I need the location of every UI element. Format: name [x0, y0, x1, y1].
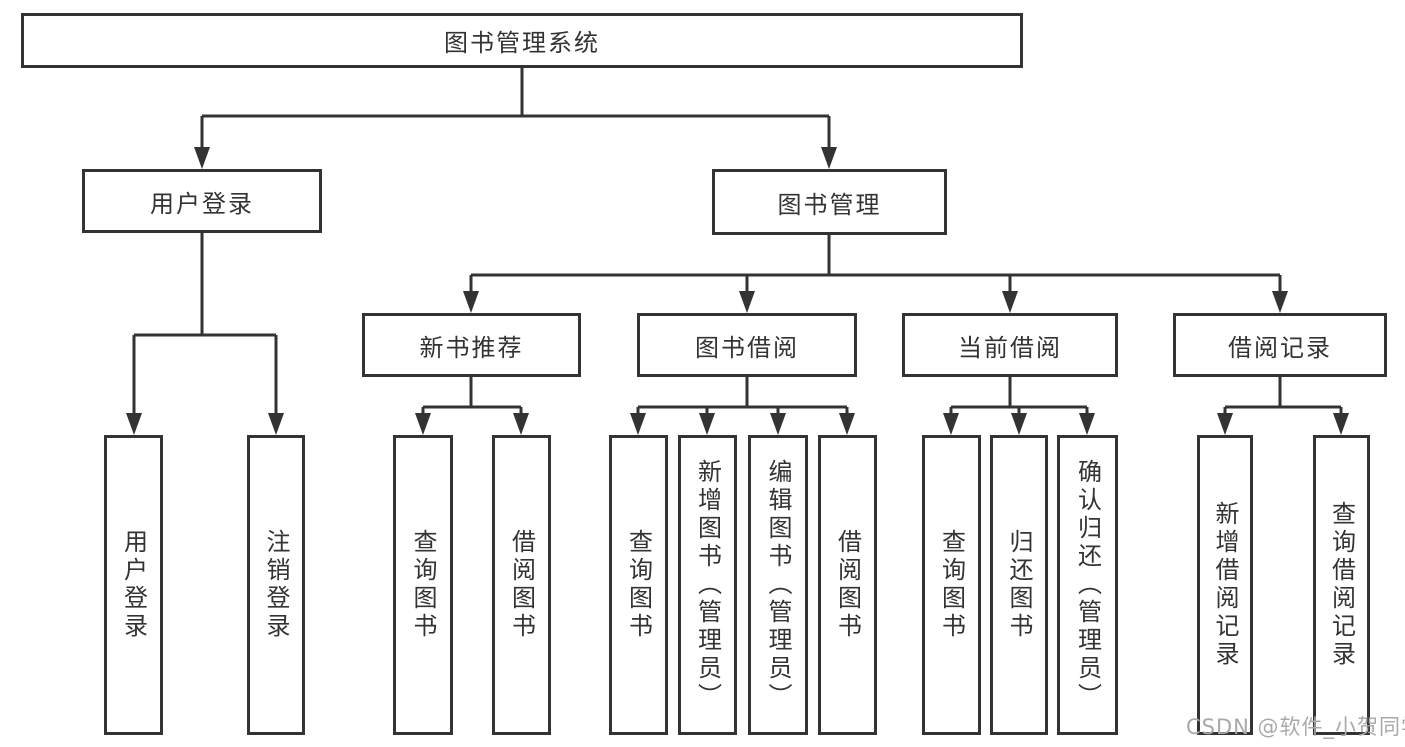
connector-path — [636, 377, 849, 418]
node-borrow-books: 借阅图书 — [818, 435, 877, 735]
node-borrow-records: 借阅记录 — [1173, 313, 1387, 377]
arrowhead — [943, 413, 959, 435]
node-leaf-user-login: 用户登录 — [104, 435, 163, 735]
arrowhead — [1217, 413, 1233, 435]
arrowhead — [630, 413, 646, 435]
node-new-book-recommend: 新书推荐 — [362, 313, 581, 377]
connector-path — [421, 377, 523, 418]
connector-path — [132, 233, 278, 418]
edges-user-login — [126, 233, 284, 435]
node-borrow-books-recommend: 借阅图书 — [492, 435, 551, 735]
edges-borrow-records — [1217, 377, 1349, 435]
arrowhead — [415, 413, 431, 435]
arrowhead — [194, 147, 210, 169]
node-query-books-current: 查询图书 — [922, 435, 981, 735]
node-add-borrow-record: 新增借阅记录 — [1197, 435, 1253, 735]
connector-path — [949, 377, 1089, 418]
edges-book-borrow — [630, 377, 855, 435]
arrowhead — [268, 413, 284, 435]
arrowhead — [1011, 413, 1027, 435]
node-root: 图书管理系统 — [21, 13, 1023, 68]
node-book-management: 图书管理 — [712, 169, 947, 235]
node-user-login: 用户登录 — [82, 169, 322, 233]
arrowhead — [1272, 291, 1288, 313]
connector-path — [1223, 377, 1343, 418]
node-query-books-borrow: 查询图书 — [609, 435, 668, 735]
edges-root — [194, 68, 837, 169]
arrowhead — [1079, 413, 1095, 435]
arrowhead — [126, 413, 142, 435]
watermark: CSDN @软件_小贺同学 — [1186, 715, 1405, 739]
edges-new-book-recommend — [415, 377, 529, 435]
node-query-borrow-record: 查询借阅记录 — [1313, 435, 1370, 735]
node-book-borrow: 图书借阅 — [637, 313, 857, 377]
node-return-books: 归还图书 — [990, 435, 1048, 735]
arrowhead — [699, 413, 715, 435]
node-edit-books-admin: 编辑图书（管理员） — [748, 435, 808, 735]
edges-book-management — [463, 235, 1288, 313]
arrowhead — [513, 413, 529, 435]
node-query-books-recommend: 查询图书 — [393, 435, 453, 735]
arrowhead — [839, 413, 855, 435]
node-add-books-admin: 新增图书（管理员） — [678, 435, 737, 735]
arrowhead — [739, 291, 755, 313]
arrowhead — [770, 413, 786, 435]
connector-path — [469, 235, 1282, 296]
arrowhead — [821, 147, 837, 169]
arrowhead — [463, 291, 479, 313]
edges-current-borrow — [943, 377, 1095, 435]
node-leaf-logout: 注销登录 — [247, 435, 305, 735]
node-confirm-return-admin: 确认归还（管理员） — [1057, 435, 1118, 735]
arrowhead — [1333, 413, 1349, 435]
connector-path — [200, 68, 831, 152]
node-current-borrow: 当前借阅 — [902, 313, 1118, 377]
arrowhead — [1002, 291, 1018, 313]
